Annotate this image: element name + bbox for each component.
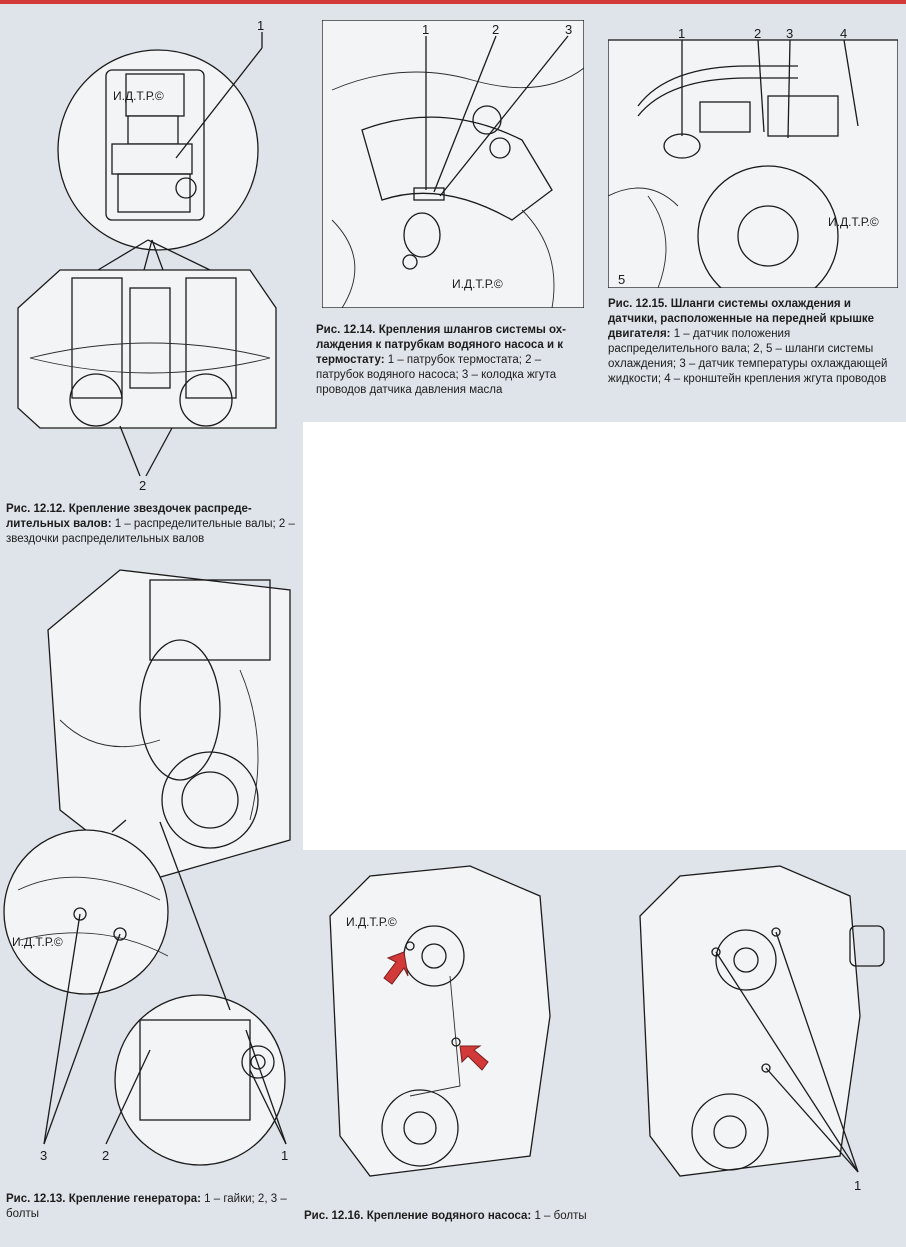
fig12-14-caption: Рис. 12.14. Крепления шлангов системы ох…: [316, 323, 588, 398]
figure-12-13: И.Д.Т.Р.© 3 2 1: [0, 560, 300, 1182]
caption-title: Рис. 12.16. Крепление водяного насоса:: [304, 1210, 532, 1222]
figure-12-16: И.Д.Т.Р.© 1: [310, 856, 906, 1198]
watermark: И.Д.Т.Р.©: [12, 935, 63, 949]
blank-area: [303, 422, 906, 850]
fig12-13-caption: Рис. 12.13. Крепление генератора: 1 – га…: [6, 1192, 296, 1222]
fig12-15-label-2: 2: [754, 26, 761, 41]
caption-text: 1 – болты: [531, 1210, 587, 1222]
fig12-14-label-1: 1: [422, 22, 429, 37]
fig12-16-caption: Рис. 12.16. Крепление водяного насоса: 1…: [304, 1209, 704, 1224]
caption-title: Рис. 12.15. Шланги системы охлаждения и …: [608, 298, 875, 340]
watermark: И.Д.Т.Р.©: [828, 215, 879, 229]
fig12-12-label-1: 1: [257, 18, 264, 33]
arrow-icon: [459, 1045, 489, 1071]
arrow-icon: [383, 951, 409, 985]
fig12-13-label-2: 2: [102, 1148, 109, 1163]
fig12-14-label-3: 3: [565, 22, 572, 37]
fig12-13-label-3: 3: [40, 1148, 47, 1163]
fig12-15-label-3: 3: [786, 26, 793, 41]
caption-title: Рис. 12.13. Крепление генератора:: [6, 1193, 201, 1205]
figure-12-12: 1 И.Д.Т.Р.© 2: [0, 8, 300, 498]
watermark: И.Д.Т.Р.©: [113, 89, 164, 103]
figure-12-14: 1 2 3 И.Д.Т.Р.©: [322, 20, 584, 308]
fig12-16-label-1: 1: [854, 1178, 861, 1193]
fig12-12-label-2: 2: [139, 478, 146, 493]
fig12-13-label-1: 1: [281, 1148, 288, 1163]
fig12-15-label-1: 1: [678, 26, 685, 41]
fig12-14-label-2: 2: [492, 22, 499, 37]
caption-title: Рис. 12.14. Крепления шлангов системы ох…: [316, 324, 566, 366]
watermark: И.Д.Т.Р.©: [452, 277, 503, 291]
fig12-12-caption: Рис. 12.12. Крепление звездочек распреде…: [6, 502, 296, 547]
caption-text: 1 – патрубок термостата; 2 – патрубок во…: [316, 354, 557, 396]
caption-text: 1 – распределительные валы; 2 – звездочк…: [6, 518, 295, 545]
top-red-rule: [0, 0, 906, 4]
caption-text: 1 – датчик положения распределительного …: [608, 328, 888, 385]
figure-12-15: 1 2 3 4 5 И.Д.Т.Р.©: [608, 26, 898, 288]
watermark: И.Д.Т.Р.©: [346, 915, 397, 929]
fig12-15-caption: Рис. 12.15. Шланги системы охлаждения и …: [608, 297, 900, 387]
fig12-15-label-5: 5: [618, 272, 625, 287]
caption-title: Рис. 12.12. Крепление звездочек распреде…: [6, 503, 252, 530]
caption-text: 1 – гайки; 2, 3 – болты: [6, 1193, 287, 1220]
fig12-15-label-4: 4: [840, 26, 847, 41]
